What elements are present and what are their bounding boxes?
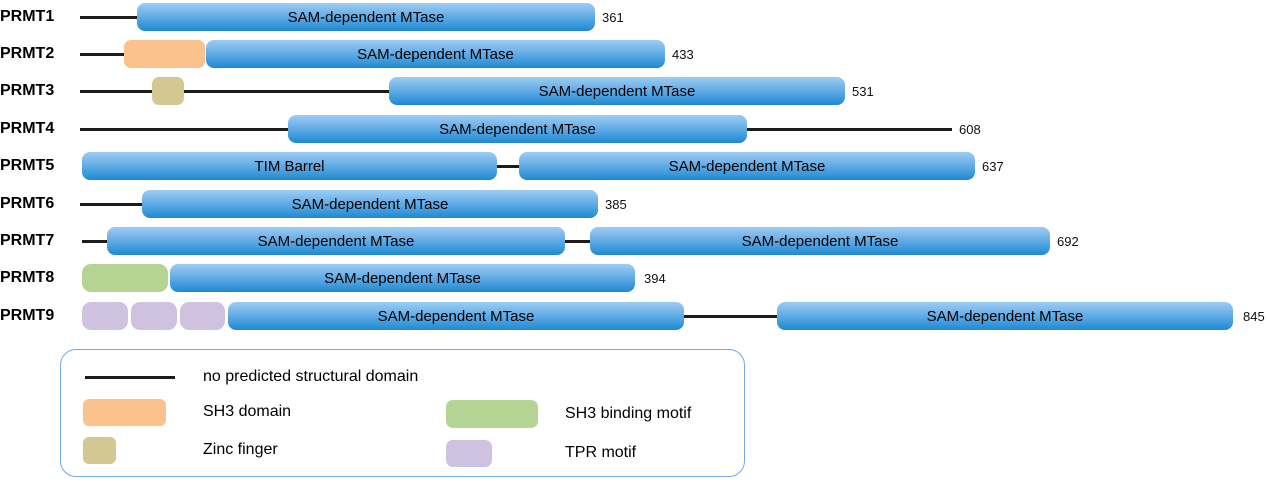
- tpr-motif-domain: [82, 302, 128, 330]
- protein-label: PRMT1: [0, 8, 55, 25]
- legend-label: SH3 domain: [203, 403, 292, 420]
- backbone-line: [80, 203, 142, 206]
- mtase-domain: SAM-dependent MTase: [206, 40, 665, 68]
- protein-label: PRMT3: [0, 82, 55, 99]
- backbone-line: [565, 240, 590, 243]
- legend-box: [60, 349, 745, 477]
- legend-label: no predicted structural domain: [203, 368, 419, 385]
- legend-label: Zinc finger: [203, 441, 278, 458]
- mtase-domain: SAM-dependent MTase: [777, 302, 1233, 330]
- tpr-motif-domain: [131, 302, 177, 330]
- backbone-line: [80, 128, 288, 131]
- legend-swatch-zinc: [83, 436, 116, 464]
- protein-length: 692: [1057, 233, 1079, 249]
- legend-swatch-tpr: [446, 439, 492, 467]
- mtase-domain: SAM-dependent MTase: [142, 190, 598, 218]
- legend-swatch-line: [85, 375, 175, 379]
- sh3-binding-motif-domain: [82, 264, 168, 292]
- mtase-domain: TIM Barrel: [82, 152, 497, 180]
- protein-label: PRMT5: [0, 157, 55, 174]
- mtase-domain: SAM-dependent MTase: [137, 3, 595, 31]
- mtase-domain: SAM-dependent MTase: [228, 302, 684, 330]
- mtase-domain: SAM-dependent MTase: [107, 227, 565, 255]
- legend-label: SH3 binding motif: [565, 405, 692, 422]
- mtase-domain: SAM-dependent MTase: [389, 77, 845, 105]
- mtase-domain: SAM-dependent MTase: [519, 152, 975, 180]
- backbone-line: [80, 90, 152, 93]
- protein-length: 394: [644, 270, 666, 286]
- backbone-line: [82, 240, 107, 243]
- protein-label: PRMT7: [0, 232, 55, 249]
- protein-label: PRMT8: [0, 269, 55, 286]
- protein-length: 433: [672, 46, 694, 62]
- protein-length: 385: [605, 196, 627, 212]
- legend-swatch-sh3: [83, 398, 166, 426]
- protein-length: 637: [982, 158, 1004, 174]
- backbone-line: [80, 53, 124, 56]
- protein-label: PRMT2: [0, 45, 55, 62]
- protein-length: 608: [959, 121, 981, 137]
- protein-length: 361: [602, 9, 624, 25]
- zinc-finger-domain: [152, 77, 184, 105]
- protein-length: 531: [852, 83, 874, 99]
- backbone-line: [684, 315, 777, 318]
- backbone-line: [184, 90, 389, 93]
- protein-label: PRMT4: [0, 120, 55, 137]
- protein-label: PRMT9: [0, 307, 55, 324]
- backbone-line: [497, 165, 519, 168]
- sh3-domain: [124, 40, 205, 68]
- mtase-domain: SAM-dependent MTase: [288, 115, 747, 143]
- protein-length: 845: [1243, 308, 1265, 324]
- backbone-line: [80, 16, 137, 19]
- legend-label: TPR motif: [565, 444, 637, 461]
- mtase-domain: SAM-dependent MTase: [170, 264, 635, 292]
- protein-label: PRMT6: [0, 195, 55, 212]
- tpr-motif-domain: [180, 302, 225, 330]
- backbone-line: [747, 128, 952, 131]
- legend-swatch-sh3_binding: [446, 400, 538, 428]
- mtase-domain: SAM-dependent MTase: [590, 227, 1050, 255]
